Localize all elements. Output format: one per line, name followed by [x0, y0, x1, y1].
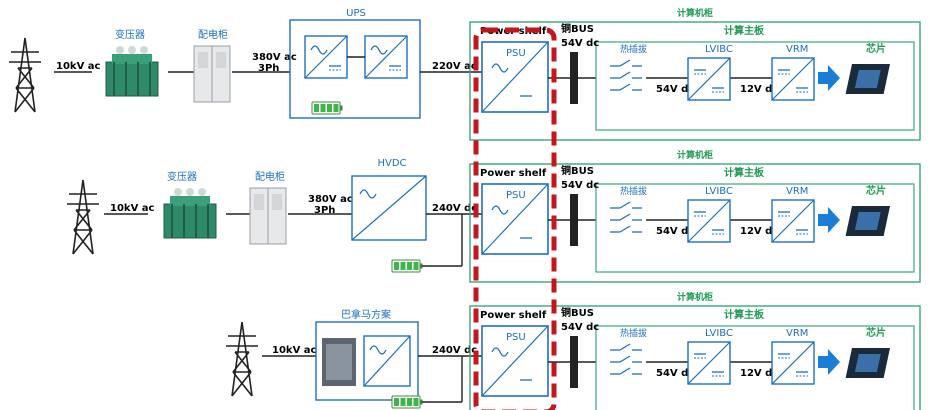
psu-label: PSU — [506, 48, 526, 59]
power-arrow-icon — [818, 349, 840, 375]
power-shelf-label: Power shelf — [480, 310, 547, 321]
hotswap-label: 热插拔 — [620, 185, 647, 197]
transformer-icon — [163, 187, 217, 239]
ai-chip-icon — [845, 348, 890, 378]
compute-board-frame — [595, 325, 915, 410]
converter-label: HVDC — [377, 158, 406, 169]
power-arrow-icon — [818, 65, 840, 91]
mid-voltage-label: 380V ac — [308, 194, 353, 205]
hotswap-label: 热插拔 — [620, 327, 647, 339]
bus-voltage-label: 54V dc — [561, 180, 599, 191]
lvibc-label: LVIBC — [705, 328, 733, 339]
converter-label: UPS — [346, 8, 366, 19]
copper-bus-bar — [570, 52, 578, 104]
source-voltage-label: 10kV ac — [272, 345, 317, 356]
chip-label: 芯片 — [866, 326, 886, 339]
rectifier-icon — [304, 35, 348, 79]
compute-rack — [469, 21, 921, 141]
bus-label: 铜BUS — [561, 306, 594, 319]
chip-label: 芯片 — [866, 42, 886, 55]
board-12v-label: 12V dc — [740, 84, 778, 95]
rack-title: 计算机柜 — [677, 149, 713, 161]
rack-frame — [469, 305, 921, 410]
battery-icon — [391, 395, 423, 409]
panama-frame — [315, 321, 419, 401]
compute-board-title: 计算主板 — [724, 166, 765, 179]
cabinet-label: 配电柜 — [255, 170, 285, 183]
vrm-converter-icon — [771, 341, 815, 385]
cabinet-label: 配电柜 — [198, 28, 228, 41]
power-tower-icon — [8, 37, 42, 113]
bus-voltage-label: 54V dc — [561, 38, 599, 49]
bus-label: 铜BUS — [561, 22, 594, 35]
hotswap-switch-icon — [609, 59, 643, 91]
rack-frame — [469, 21, 921, 141]
ups-frame — [289, 19, 421, 119]
lvibc-converter-icon — [687, 341, 731, 385]
vrm-label: VRM — [786, 186, 808, 197]
lvibc-label: LVIBC — [705, 44, 733, 55]
battery-icon — [311, 101, 343, 115]
mid-phase-label: 3Ph — [314, 205, 335, 216]
copper-bus-bar — [570, 336, 578, 388]
rack-frame — [469, 163, 921, 283]
output-voltage-label: 220V ac — [432, 61, 477, 72]
board-54v-label: 54V dc — [656, 84, 694, 95]
lvibc-converter-icon — [687, 199, 731, 243]
hotswap-switch-icon — [609, 201, 643, 233]
bus-label: 铜BUS — [561, 164, 594, 177]
rack-title: 计算机柜 — [677, 7, 713, 19]
compute-rack — [469, 305, 921, 410]
hotswap-label: 热插拔 — [620, 43, 647, 55]
distribution-cabinet-icon — [193, 45, 231, 103]
power-tower-icon — [66, 179, 100, 255]
transformer-icon — [105, 45, 159, 97]
source-voltage-label: 10kV ac — [56, 61, 101, 72]
compute-board-title: 计算主板 — [724, 308, 765, 321]
vrm-label: VRM — [786, 328, 808, 339]
psu-label: PSU — [506, 332, 526, 343]
power-arrow-icon — [818, 207, 840, 233]
ai-chip-icon — [845, 64, 890, 94]
power-tower-icon — [225, 321, 259, 397]
distribution-cabinet-icon — [249, 187, 287, 245]
transformer-label: 变压器 — [167, 170, 197, 183]
compute-board-title: 计算主板 — [724, 24, 765, 37]
compute-rack — [469, 163, 921, 283]
vrm-label: VRM — [786, 44, 808, 55]
vrm-converter-icon — [771, 57, 815, 101]
compute-board-frame — [595, 183, 915, 273]
power-shelf-highlight — [473, 27, 557, 410]
inverter-icon — [364, 35, 408, 79]
lvibc-label: LVIBC — [705, 186, 733, 197]
mid-phase-label: 3Ph — [258, 63, 279, 74]
ai-chip-icon — [845, 206, 890, 236]
converter-label: 巴拿马方案 — [341, 308, 391, 321]
board-54v-label: 54V dc — [656, 226, 694, 237]
output-voltage-label: 240V dc — [432, 345, 477, 356]
output-voltage-label: 240V dc — [432, 203, 477, 214]
power-shelf-label: Power shelf — [480, 168, 547, 179]
hotswap-switch-icon — [609, 343, 643, 375]
lvibc-converter-icon — [687, 57, 731, 101]
board-54v-label: 54V dc — [656, 368, 694, 379]
psu-label: PSU — [506, 190, 526, 201]
copper-bus-bar — [570, 194, 578, 246]
source-voltage-label: 10kV ac — [110, 203, 155, 214]
rack-title: 计算机柜 — [677, 291, 713, 303]
vrm-converter-icon — [771, 199, 815, 243]
compute-board-frame — [595, 41, 915, 131]
transformer-label: 变压器 — [115, 28, 145, 41]
mid-voltage-label: 380V ac — [252, 52, 297, 63]
board-12v-label: 12V dc — [740, 226, 778, 237]
chip-label: 芯片 — [866, 184, 886, 197]
bus-voltage-label: 54V dc — [561, 322, 599, 333]
board-12v-label: 12V dc — [740, 368, 778, 379]
battery-icon — [391, 259, 423, 273]
